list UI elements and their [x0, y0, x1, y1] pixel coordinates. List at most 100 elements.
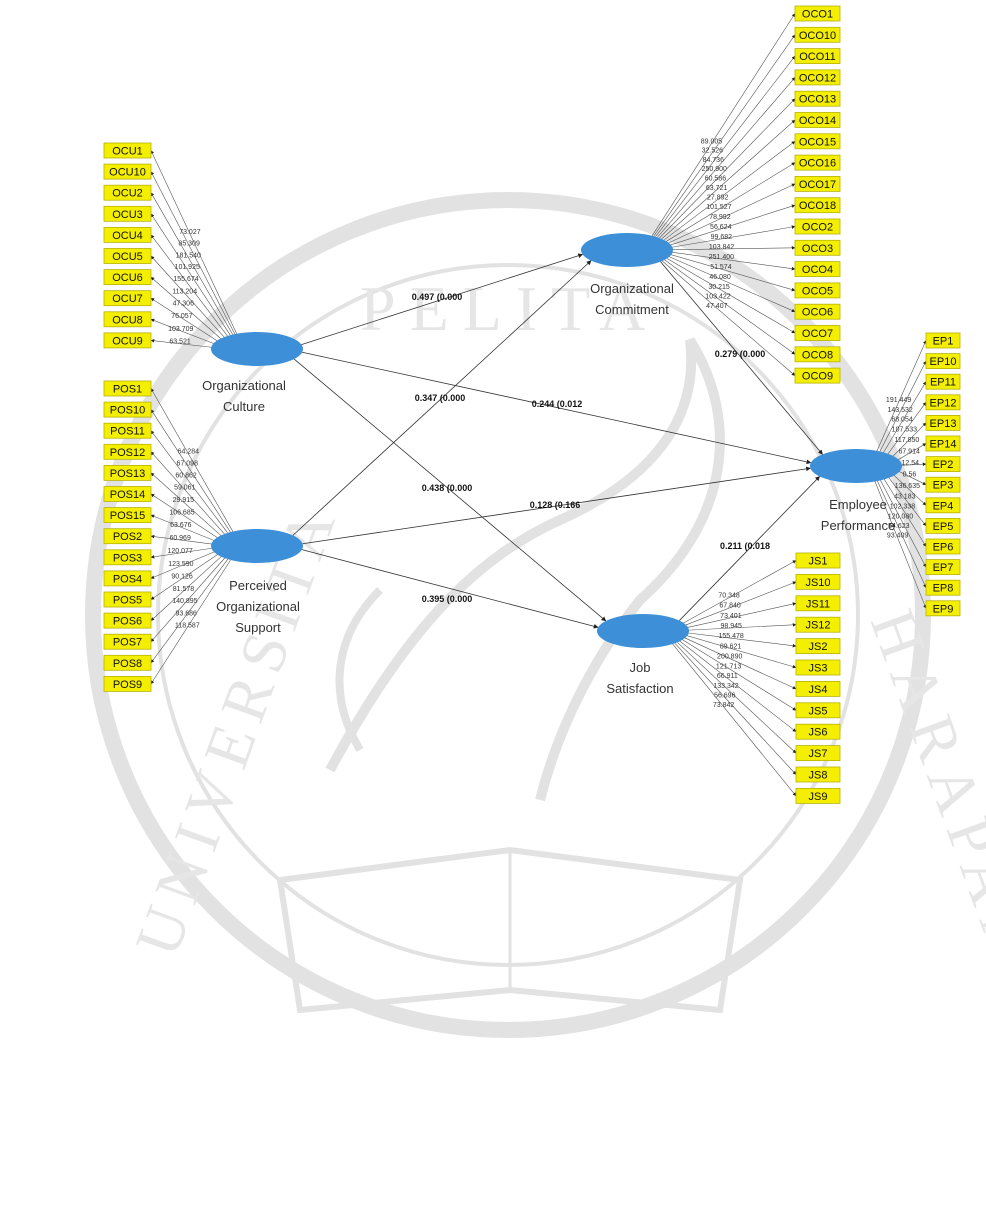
loading-value-ocu2: 181.540 [176, 252, 201, 259]
indicator-box-pos8 [103, 654, 152, 671]
indicator-box-oco11 [794, 48, 841, 64]
loading-line-oco16 [663, 162, 796, 244]
loading-line-js11 [683, 602, 797, 629]
loading-value-ocu7: 76.057 [171, 313, 193, 320]
loading-line-js5 [679, 637, 797, 711]
indicator-label-pos2: POS2 [113, 531, 142, 543]
loading-value-pos7: 140.895 [172, 598, 197, 605]
indicator-box-js9 [795, 788, 841, 804]
indicator-label-oco14: OCO14 [799, 115, 836, 127]
indicator-label-pos5: POS5 [113, 595, 142, 607]
loading-line-ep2 [897, 462, 927, 467]
loading-value-ocu4: 155.674 [173, 276, 198, 283]
construct-label-ocu: Culture [223, 399, 265, 414]
indicator-box-js8 [795, 766, 841, 783]
loading-value-pos15: 63.676 [170, 522, 192, 529]
indicator-box-oco3 [794, 239, 841, 256]
loading-value-pos1: 64.284 [178, 449, 200, 456]
loading-value-oco18: 56.624 [710, 224, 732, 231]
indicator-label-ep4: EP4 [933, 500, 954, 512]
loading-line-ep1 [875, 340, 927, 453]
loading-value-ocu3: 101.925 [175, 264, 200, 271]
indicator-box-js6 [795, 723, 841, 740]
indicator-label-pos7: POS7 [113, 637, 142, 649]
indicator-box-js5 [795, 702, 841, 719]
indicator-label-pos13: POS13 [110, 468, 145, 480]
latent-constructs: OrganizationalCultureOrganizationalCommi… [202, 233, 902, 696]
indicator-label-pos11: POS11 [110, 426, 145, 438]
loading-line-pos13 [150, 472, 224, 538]
indicator-box-oco12 [794, 69, 841, 86]
indicator-box-oco15 [794, 133, 841, 150]
loading-value-ocu8: 103.709 [168, 326, 193, 333]
indicator-box-ep2 [925, 456, 961, 473]
loading-line-oco17 [665, 183, 796, 245]
loading-value-ep10: 143.532 [887, 407, 912, 414]
indicator-label-ep7: EP7 [933, 562, 954, 574]
indicator-label-oco15: OCO15 [799, 136, 836, 148]
construct-ep [810, 449, 902, 483]
loading-value-ep13: 117.850 [894, 437, 919, 444]
loading-line-oco18 [666, 204, 796, 247]
indicator-label-ep11: EP11 [930, 377, 956, 389]
watermark-top-text: PELITA [360, 273, 659, 344]
indicator-box-oco14 [794, 112, 841, 128]
construct-label-ocu: Organizational [202, 378, 286, 393]
loading-line-pos7 [150, 556, 227, 642]
loading-value-oco10: 32.526 [702, 148, 724, 155]
loading-line-js2 [684, 632, 797, 648]
indicator-label-ep1: EP1 [933, 336, 954, 348]
loading-line-pos3 [150, 547, 216, 559]
construct-label-js: Job [630, 660, 651, 675]
loading-value-js8: 56.696 [714, 692, 736, 699]
indicator-label-ocu8: OCU8 [112, 314, 143, 326]
indicator-box-oco9 [794, 367, 841, 384]
indicator-label-pos10: POS10 [110, 405, 145, 417]
loading-line-pos11 [150, 430, 230, 535]
indicator-box-pos1 [103, 380, 152, 397]
indicator-label-oco8: OCO8 [802, 349, 833, 361]
loading-value-pos5: 90.126 [171, 574, 193, 581]
loading-line-oco14 [659, 119, 796, 241]
indicator-label-ep12: EP12 [930, 397, 957, 409]
indicator-box-ocu2 [103, 184, 152, 201]
construct-label-js: Satisfaction [606, 681, 673, 696]
path-coefficient-ocu-js: 0.438 (0.000 [422, 483, 473, 493]
indicator-label-js2: JS2 [809, 641, 828, 653]
loading-value-oco13: 60.586 [705, 176, 727, 183]
loading-line-js4 [681, 636, 797, 690]
indicator-label-pos14: POS14 [110, 489, 145, 501]
loading-line-ep4 [891, 473, 927, 506]
indicator-label-oco16: OCO16 [799, 158, 836, 170]
loading-line-ep13 [891, 422, 927, 459]
indicator-box-ep6 [925, 538, 961, 555]
indicator-label-ep5: EP5 [933, 521, 954, 533]
indicator-label-pos3: POS3 [113, 552, 142, 564]
path-line-oco-ep [660, 261, 823, 455]
loading-value-ocu10: 85.309 [178, 241, 200, 248]
indicator-box-pos11 [103, 422, 152, 439]
loading-value-oco8: 103.422 [705, 293, 730, 300]
loading-line-ocu10 [150, 171, 237, 337]
loading-line-ep12 [886, 402, 927, 456]
indicator-label-oco3: OCO3 [802, 243, 833, 255]
construct-label-ep: Employee [829, 497, 887, 512]
loading-line-oco1 [650, 13, 796, 238]
loading-line-oco11 [653, 55, 796, 239]
indicator-box-oco10 [794, 26, 841, 43]
indicator-box-pos5 [103, 591, 152, 608]
loading-line-pos1 [150, 388, 235, 534]
indicator-label-pos6: POS6 [113, 616, 142, 628]
loading-line-oco2 [667, 225, 796, 249]
loading-line-js1 [680, 560, 797, 625]
loading-line-oco3 [668, 246, 796, 251]
indicator-box-ep11 [925, 373, 961, 390]
indicator-label-js11: JS11 [806, 598, 830, 610]
loading-line-js3 [683, 634, 797, 669]
loading-value-oco9: 47.407 [706, 303, 728, 310]
indicator-box-ocu10 [103, 163, 152, 180]
path-line-pos-oco [292, 260, 592, 536]
indicator-box-oco8 [794, 346, 841, 363]
loading-line-ocu2 [150, 192, 235, 337]
